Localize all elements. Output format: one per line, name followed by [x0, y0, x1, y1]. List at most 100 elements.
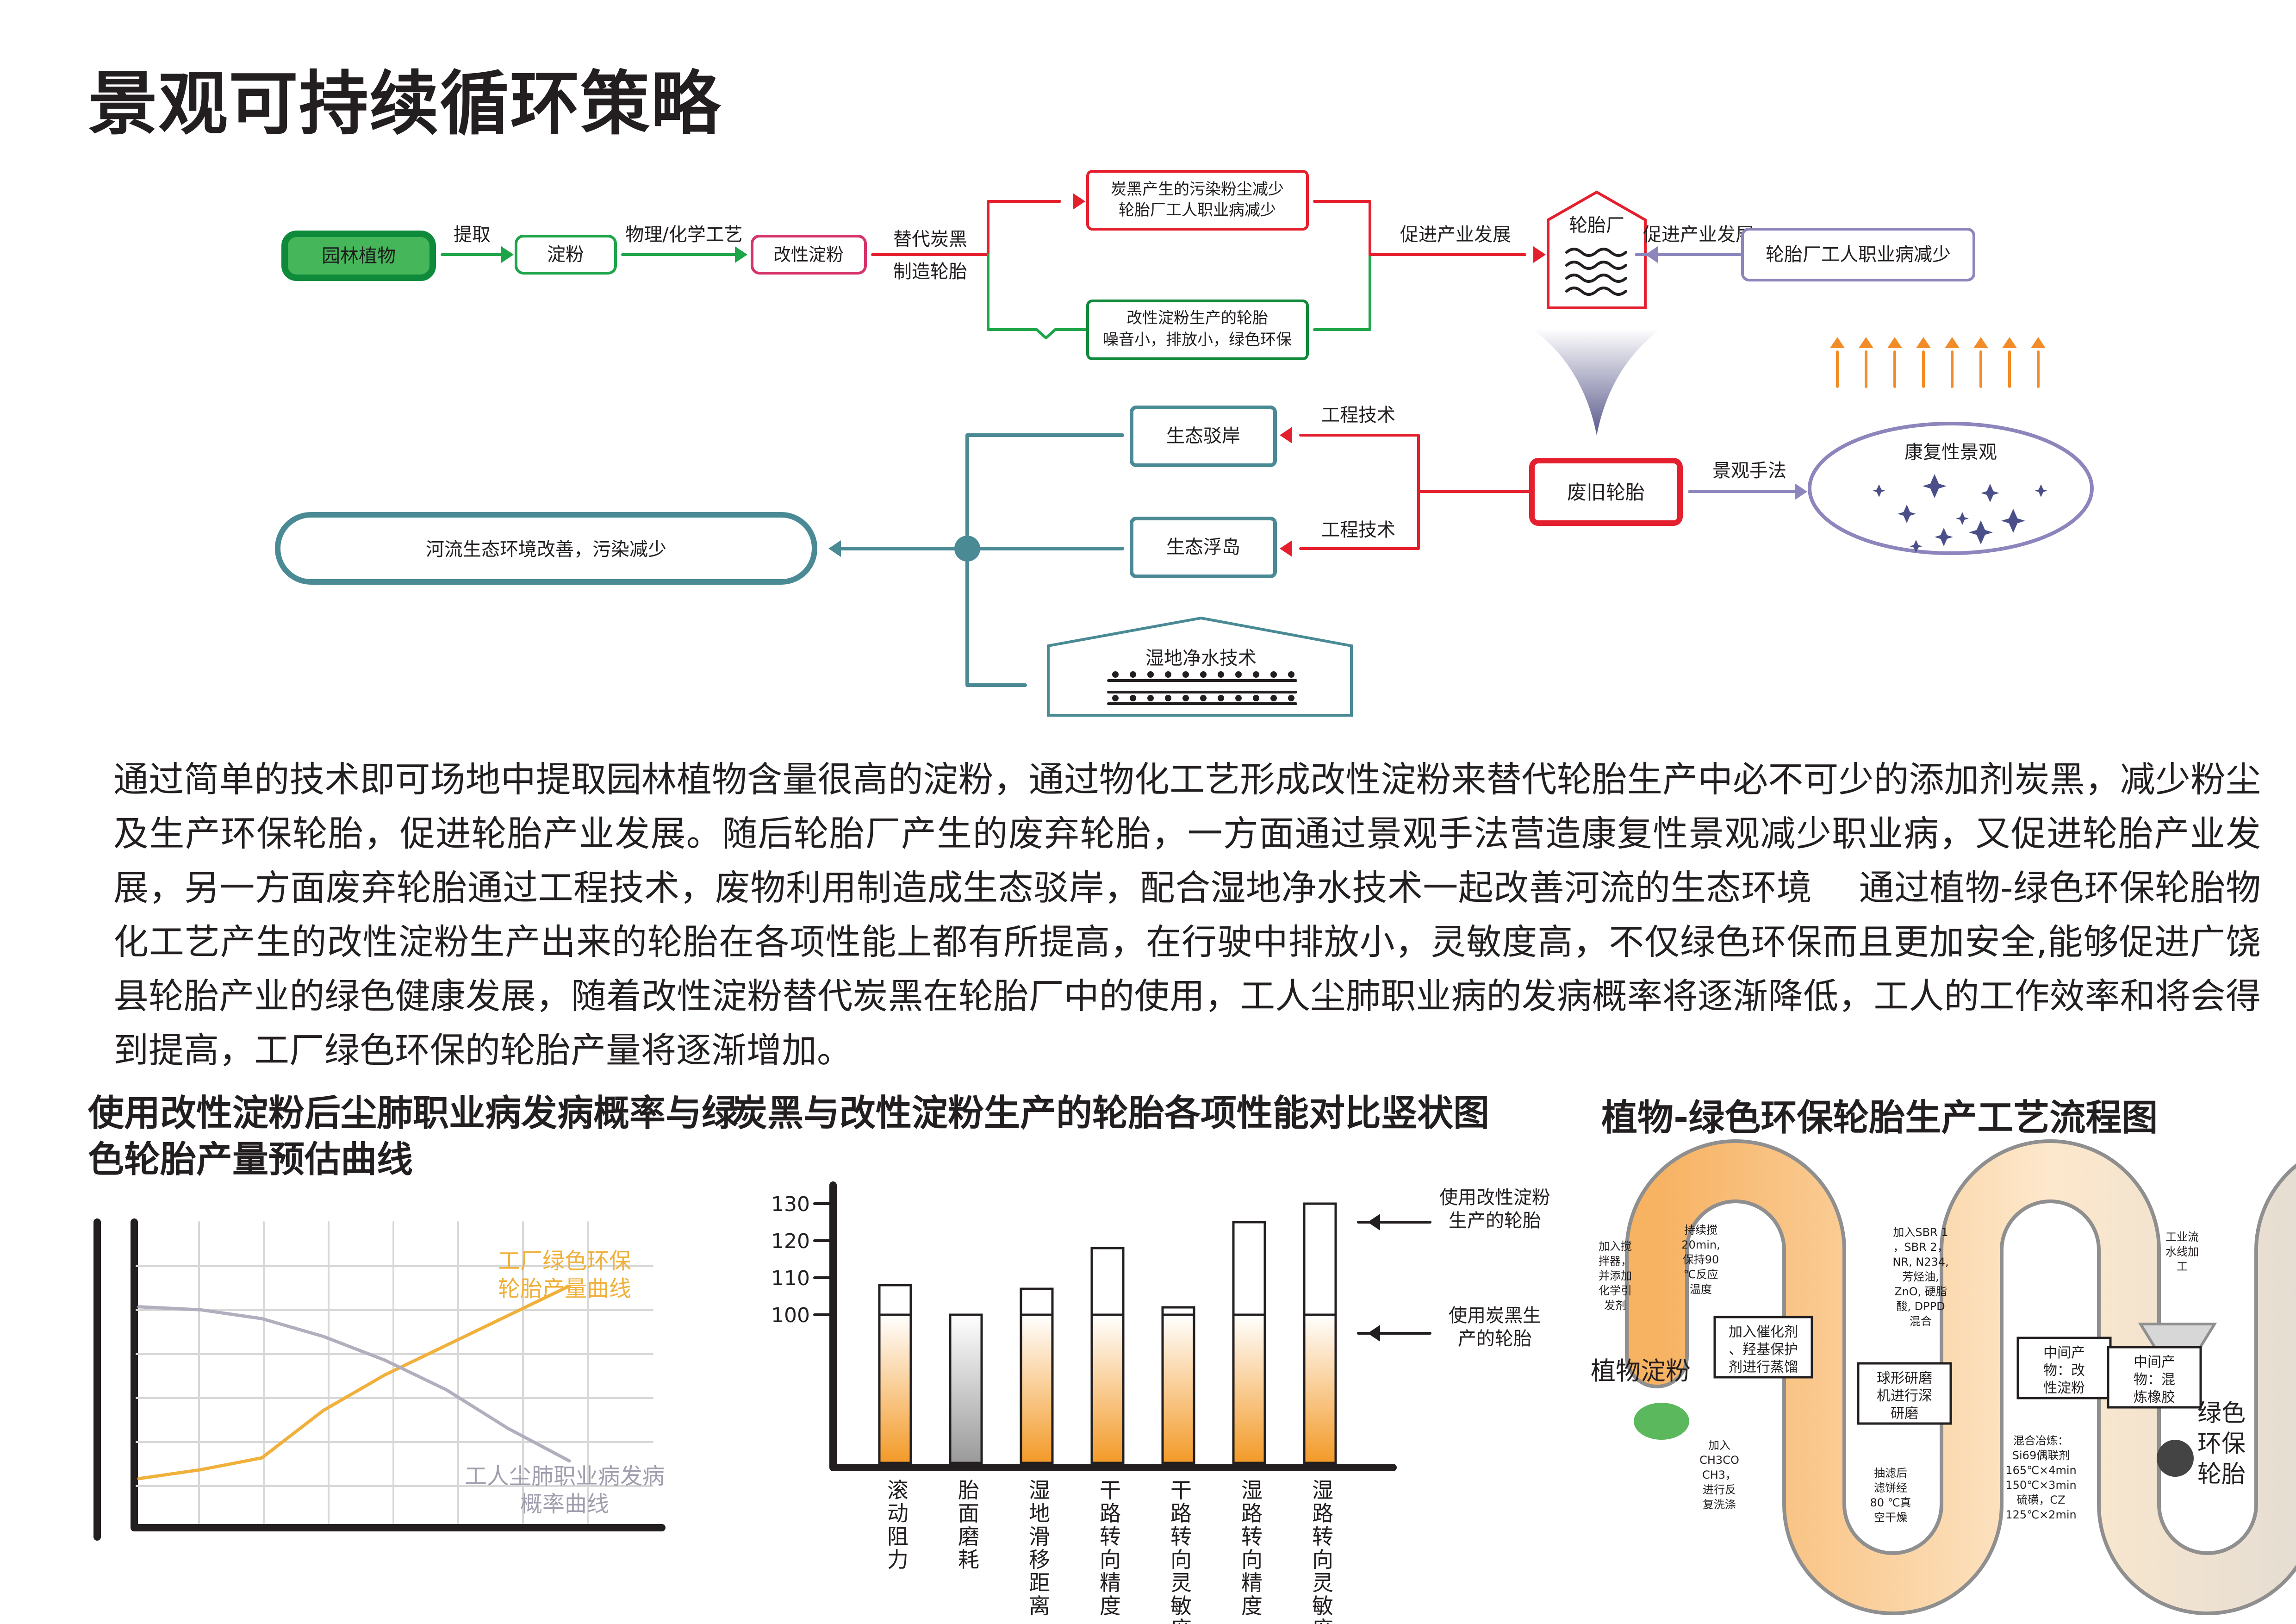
- wave-icon: [1565, 287, 1627, 296]
- wetland-dot: [1218, 671, 1224, 678]
- text-line: ℃反应: [1684, 1268, 1718, 1281]
- wetland-dot: [1182, 695, 1189, 701]
- wave-icon: [1565, 274, 1627, 283]
- char: 距: [1029, 1570, 1050, 1595]
- text-line: 酸, DPPD: [1896, 1300, 1945, 1313]
- bar-tick-label: 120: [771, 1230, 810, 1253]
- wetland-dot: [1253, 671, 1259, 678]
- node-rehab-landscape-label: 康复性景观: [1904, 442, 1997, 463]
- text-line: 温度: [1690, 1283, 1712, 1296]
- char: 路: [1241, 1501, 1263, 1526]
- char: 向: [1312, 1547, 1333, 1572]
- flow-end-label: 环保: [2197, 1430, 2246, 1458]
- branch-engineering-1: [1299, 434, 1533, 493]
- branch-engineering-2-head: [1280, 540, 1292, 557]
- bar-legend-2b: 产的轮胎: [1458, 1328, 1532, 1349]
- wetland-dot: [1200, 671, 1207, 678]
- char: 向: [1241, 1547, 1263, 1572]
- text-line: 并添加: [1599, 1269, 1632, 1282]
- orange-arrow-head: [1887, 337, 1902, 348]
- char: 面: [958, 1501, 979, 1526]
- orange-arrow-head: [2031, 337, 2046, 348]
- leaf-icon: [1935, 528, 1953, 546]
- label-promote-2: 促进产业发展: [1643, 224, 1754, 245]
- description-paragraph: 通过简单的技术即可场地中提取园林植物含量很高的淀粉，通过物化工艺形成改性淀粉来替…: [113, 759, 2261, 1071]
- text-line: 水线加: [2165, 1245, 2199, 1258]
- char: 精: [1100, 1570, 1121, 1595]
- flow-end-label: 绿色: [2197, 1399, 2246, 1427]
- char: 敏: [1170, 1593, 1192, 1618]
- char: 度: [1241, 1593, 1263, 1618]
- process-tube: [1629, 1143, 2296, 1612]
- bar-carbon-black: [1090, 1313, 1125, 1464]
- leaf-icon: [1923, 474, 1947, 498]
- char: 耗: [958, 1547, 979, 1572]
- wetland-dot: [1288, 671, 1294, 678]
- char: 度: [1100, 1593, 1121, 1618]
- bar-tick-label: 130: [771, 1193, 810, 1216]
- bar-legend-2a: 使用炭黑生: [1449, 1305, 1541, 1326]
- tire-icon: [2157, 1440, 2194, 1477]
- arrow-promote-1-head: [1533, 246, 1546, 263]
- branch-carbon-black: [871, 200, 1061, 256]
- char: 离: [1029, 1593, 1050, 1618]
- line-chart-title: 使用改性淀粉后尘肺职业病发病概率与绿色轮胎产量预估曲线: [88, 1093, 738, 1181]
- label-engineering-1: 工程技术: [1321, 405, 1395, 426]
- text-line: 80 ℃真: [1870, 1496, 1911, 1509]
- char: 灵: [1312, 1570, 1333, 1595]
- char: 磨: [958, 1524, 979, 1549]
- text-line: 空干燥: [1874, 1511, 1907, 1524]
- node-starch-tire-label-2: 噪音小，排放小，绿色环保: [1103, 331, 1292, 349]
- flow-box: [1857, 1362, 1952, 1425]
- flow-start-label: 植物淀粉: [1591, 1356, 1691, 1386]
- orange-arrow-head: [1830, 337, 1845, 348]
- bar-improved: [1303, 1202, 1337, 1316]
- flow-box-text: 剂进行蒸馏: [1729, 1359, 1798, 1375]
- text-line: 加入搅: [1599, 1240, 1632, 1253]
- text-line: 150℃×3min: [2005, 1479, 2076, 1492]
- node-garden-plants: [281, 231, 436, 281]
- flow-box-text: 中间产: [2043, 1345, 2085, 1361]
- node-eco-island-label: 生态浮岛: [1166, 537, 1240, 558]
- bar-chart-title: 炭黑与改性淀粉生产的轮胎各项性能对比竖状图: [731, 1093, 1490, 1134]
- leaf-icon: [1910, 540, 1923, 553]
- legend-workers-2: 概率曲线: [520, 1491, 609, 1517]
- tree-to-river-head: [828, 540, 841, 557]
- flow-box-text: 物：改: [2043, 1362, 2085, 1379]
- wetland-dot: [1253, 695, 1259, 701]
- merge-red: [1313, 200, 1371, 256]
- node-workers-reduce: [1741, 228, 1975, 281]
- branch-engineering-1-head: [1280, 427, 1292, 443]
- char: 度: [1170, 1617, 1192, 1624]
- label-process: 物理/化学工艺: [625, 224, 742, 245]
- char: 度: [1312, 1617, 1333, 1624]
- flow-box-text: 炼橡胶: [2134, 1389, 2175, 1405]
- page-title: 景观可持续循环策略: [88, 64, 722, 144]
- node-modified-starch-label: 改性淀粉: [773, 244, 844, 265]
- bar-category-label: 干路转向灵敏度: [1170, 1478, 1192, 1624]
- char: 移: [1029, 1547, 1050, 1572]
- wetland-dot: [1270, 671, 1277, 678]
- bar-tick-label: 100: [771, 1304, 810, 1327]
- char: 湿: [1029, 1478, 1050, 1503]
- bar-carbon-black: [1303, 1313, 1337, 1464]
- legend-workers-1: 工人尘肺职业病发病: [465, 1463, 665, 1489]
- orange-arrow-head: [1945, 337, 1960, 348]
- bar-carbon-black: [1232, 1313, 1266, 1464]
- text-line: CH3，: [1702, 1468, 1736, 1481]
- wetland-dot: [1165, 695, 1171, 701]
- char: 转: [1170, 1524, 1192, 1549]
- bar-improved: [1020, 1287, 1054, 1316]
- text-line: CH3CO: [1699, 1454, 1739, 1467]
- flow-box-text: 中间产: [2134, 1354, 2175, 1370]
- text-line: 20min,: [1681, 1238, 1720, 1251]
- orange-arrow-head: [1973, 337, 1988, 348]
- char: 转: [1241, 1524, 1263, 1549]
- char: 阻: [887, 1524, 908, 1549]
- char: 向: [1100, 1547, 1121, 1572]
- leaf-icon: [2035, 484, 2047, 497]
- node-eco-bank: [1130, 406, 1277, 467]
